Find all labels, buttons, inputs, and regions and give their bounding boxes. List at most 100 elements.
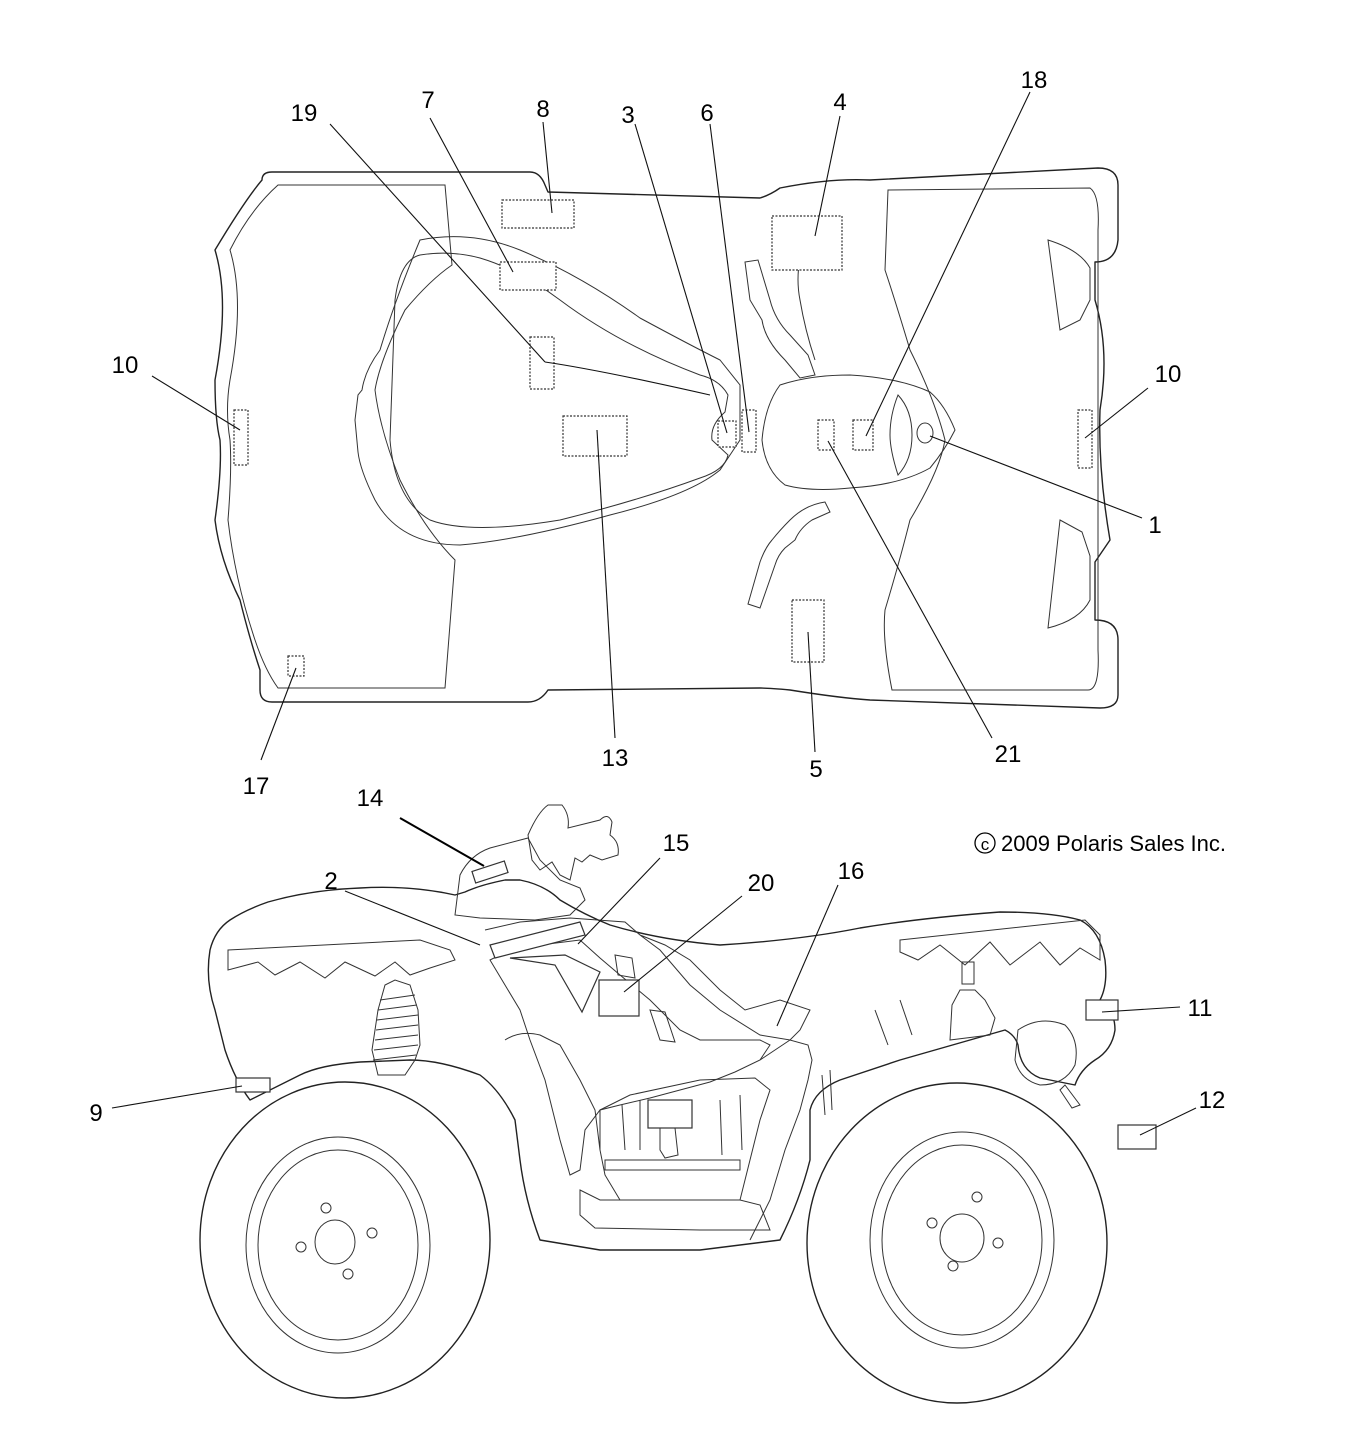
rear-rack-detail [227,939,456,979]
callout-8: 8 [536,96,549,123]
side-tank-panel [484,917,811,1041]
side-pod [454,837,586,921]
leader-11 [1101,1006,1181,1013]
leader-3 [634,123,728,434]
callout-12: 12 [1199,1087,1226,1114]
callout-17: 17 [243,773,270,800]
front-wheel-rim-inner [881,1144,1043,1336]
rear-wheel-lug-2 [320,1202,332,1214]
decal-13-side [647,1099,693,1129]
side-footwell-lines [621,999,913,1156]
side-front-fender-lower [749,1039,813,1241]
decal-12-side [1117,1124,1157,1150]
leader-19-tail [544,361,711,396]
callout-11: 11 [1188,995,1213,1022]
rear-wheel-rim-outer [245,1136,431,1354]
decal-14-side [471,860,509,884]
front-vent-upper [1047,239,1091,331]
side-footwell [599,1077,771,1201]
callout-13: 13 [602,745,629,772]
rear-fender-outline [214,167,1119,709]
front-rack-detail [899,919,1101,966]
callout-20: 20 [748,870,775,897]
leader-14 [399,817,485,867]
front-wheel-lug-1 [926,1217,938,1229]
handlebar-left [744,259,816,379]
callout-21: 21 [995,741,1022,768]
decal-10-right-top [1077,409,1093,469]
side-tow-hook [1059,1084,1081,1109]
decal-11-side [1085,999,1119,1021]
side-body-outline [207,879,1116,1251]
atv-side-view [199,804,1157,1404]
leader-16 [776,884,839,1027]
leader-8 [542,121,553,214]
leader-9 [111,1085,243,1109]
decal-17-top [287,655,305,677]
callout-16: 16 [838,858,865,885]
copyright-text: 2009 Polaris Sales Inc. [1001,831,1226,856]
decal-20-side [598,979,640,1017]
leader-1 [929,435,1143,519]
seat-edge [354,236,741,546]
front-shock [949,989,996,1041]
side-fuel-cap [659,1127,679,1159]
leader-21 [827,440,993,739]
side-handlebar [527,804,619,881]
leader-12 [1139,1107,1197,1136]
copyright-circle [974,832,996,854]
handlebar-right [747,501,831,609]
side-center-panel [489,939,771,1176]
seat-outline [389,252,729,528]
rear-wheel-lug-1 [295,1241,307,1253]
decal-13-top [562,415,628,457]
front-wheel-hub [939,1213,985,1263]
front-vent-lower [1047,519,1091,629]
copyright-notice: c 2009 Polaris Sales Inc. [974,831,1226,856]
callout-10-right: 10 [1155,361,1182,388]
callout-10-left: 10 [112,352,139,379]
callout-4: 4 [833,89,846,116]
decal-10-left-top [233,409,249,466]
leader-13 [596,429,616,739]
leader-lines [111,91,1197,1136]
rear-wheel-lug-4 [342,1268,354,1280]
leader-15 [577,857,661,945]
front-wheel-lug-3 [992,1237,1004,1249]
rear-fender-inner [227,184,456,689]
leader-10-right [1084,387,1149,439]
side-scoop-decal [614,954,636,979]
callout-2: 2 [324,868,337,895]
decal-7-top [499,261,557,291]
headlight-lens [889,394,913,476]
callout-15: 15 [663,830,690,857]
callout-numbers: 19 7 8 3 6 4 18 10 10 1 13 5 21 17 14 15… [89,67,1225,1127]
side-footwell-inner [604,1159,741,1171]
rear-wheel-lug-3 [366,1227,378,1239]
leader-5 [807,631,816,753]
leader-7 [429,117,514,273]
rear-wheel-rim-inner [257,1149,419,1341]
leader-20 [623,895,743,993]
front-wheel-tire [806,1082,1108,1404]
callout-19: 19 [291,100,318,127]
rear-wheel-tire [199,1081,491,1399]
decal-4-top [771,215,843,271]
decal-9-side [235,1077,271,1093]
callout-1: 1 [1148,512,1161,539]
callout-14: 14 [357,785,384,812]
brake-cable [784,257,816,361]
copyright-symbol: c [981,835,990,854]
leader-2 [344,890,481,946]
side-rear-fender-lower [504,1032,601,1151]
callout-3: 3 [621,102,634,129]
callout-6: 6 [700,100,713,127]
side-headlight [1014,1020,1077,1086]
callout-7: 7 [421,87,434,114]
front-wheel-lug-4 [947,1260,959,1272]
front-pod-outline [761,374,956,490]
side-lower-scoop [649,1009,676,1043]
leader-19 [329,123,546,363]
decal-3-top [717,420,737,448]
